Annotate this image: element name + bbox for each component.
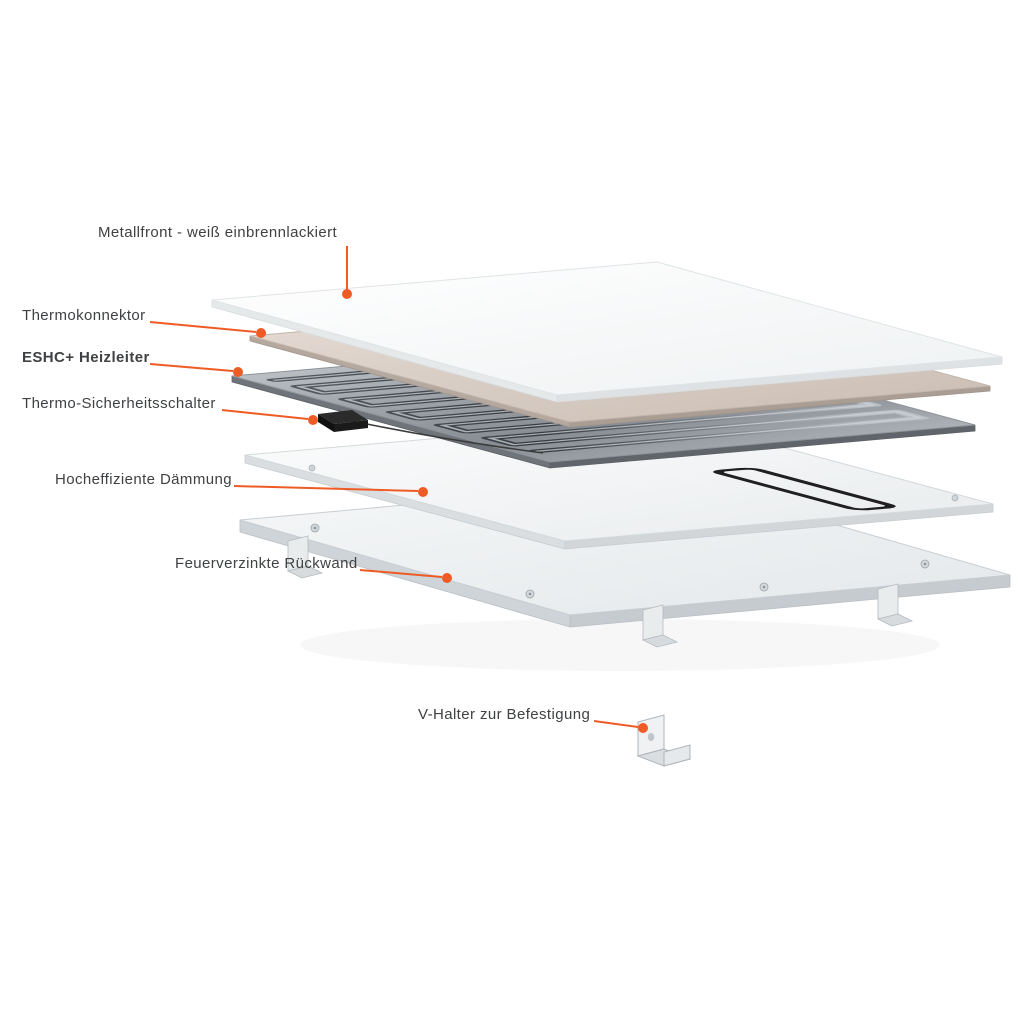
leader-lines <box>149 246 648 733</box>
leader-dot <box>256 328 266 338</box>
leader-dot <box>233 367 243 377</box>
label-v-halter: V-Halter zur Befestigung <box>418 706 591 723</box>
leader-line <box>593 720 639 728</box>
serpentine-highlight <box>272 346 924 452</box>
leader-dot <box>442 573 452 583</box>
mounting-bracket <box>876 583 914 627</box>
mounting-bracket <box>641 604 679 648</box>
connector-frame <box>713 467 896 511</box>
v-holder-bracket <box>636 714 692 767</box>
leader-line <box>233 485 419 492</box>
label-thermo-sicherheitsschalter: Thermo-Sicherheitsschalter <box>22 395 216 412</box>
leader-dot <box>342 289 352 299</box>
leader-dot <box>638 723 648 733</box>
leader-line <box>221 409 309 420</box>
leader-dot <box>418 487 428 497</box>
floor-shadow <box>300 619 940 671</box>
leader-line <box>149 321 257 333</box>
leader-dot <box>308 415 318 425</box>
safety-switch <box>318 410 544 454</box>
insulation-layer <box>244 417 994 550</box>
label-thermokonnektor: Thermokonnektor <box>22 307 146 324</box>
label-rueckwand: Feuerverzinkte Rückwand <box>175 555 358 572</box>
label-daemmung: Hocheffiziente Dämmung <box>55 471 232 488</box>
label-eshc-heizleiter: ESHC+ Heizleiter <box>22 349 150 366</box>
label-metallfront: Metallfront - weiß einbrennlackiert <box>98 224 338 241</box>
mounting-bracket <box>286 535 324 579</box>
metal-front-layer <box>211 261 1003 403</box>
leader-line <box>149 363 234 372</box>
leader-line <box>359 569 443 578</box>
